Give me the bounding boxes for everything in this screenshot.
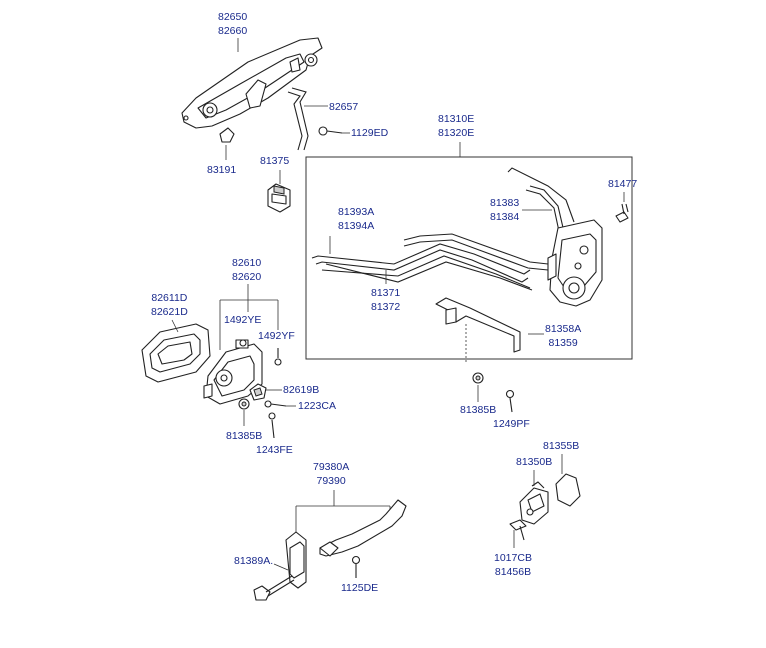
- label-82619B[interactable]: 82619B: [283, 384, 320, 396]
- label-81477[interactable]: 81477: [608, 178, 638, 190]
- label-82610-line1: 82610: [232, 257, 262, 269]
- label-1492YF[interactable]: 1492YF: [258, 330, 295, 342]
- label-82621D-line2: 82621D: [151, 306, 188, 318]
- label-82650-line1: 82650: [218, 11, 248, 23]
- label-81350B[interactable]: 81350B: [516, 456, 553, 468]
- screw-part-1223CA[interactable]: [264, 400, 287, 408]
- label-81375[interactable]: 81375: [260, 155, 290, 167]
- screw-part-81385B-mid[interactable]: [472, 372, 484, 384]
- screw-part-1017CB[interactable]: [509, 519, 527, 541]
- label-81320E-line2: 81320E: [438, 127, 475, 139]
- latch-assembly-box: [305, 156, 633, 360]
- label-81385B-mid[interactable]: 81385B: [460, 404, 497, 416]
- screw-part-1129ED[interactable]: [318, 126, 343, 136]
- label-1223CA[interactable]: 1223CA: [298, 400, 336, 412]
- door-latch-part[interactable]: [547, 219, 603, 307]
- label-81358A-line1: 81358A: [545, 323, 582, 335]
- label-1249PF[interactable]: 1249PF: [493, 418, 530, 430]
- screw-part-81385B-left[interactable]: [238, 398, 250, 410]
- label-83191[interactable]: 83191: [207, 164, 237, 176]
- label-81383-line1: 81383: [490, 197, 520, 209]
- label-81389A[interactable]: 81389A.: [234, 555, 274, 567]
- label-1125DE[interactable]: 1125DE: [341, 582, 379, 594]
- label-82620-line2: 82620: [232, 271, 262, 283]
- label-82610[interactable]: 82610 82620: [232, 257, 261, 283]
- screw-part-1249PF[interactable]: [505, 389, 515, 413]
- door-checker-part[interactable]: [285, 499, 407, 589]
- rod-part-81393A[interactable]: [311, 233, 549, 291]
- plate-part-81355B[interactable]: [555, 473, 581, 507]
- label-1017CB[interactable]: 1017CB 81456B: [494, 552, 532, 578]
- bezel-part-82611D[interactable]: [141, 323, 211, 383]
- label-82611D-line1: 82611D: [151, 292, 188, 304]
- label-81355B[interactable]: 81355B: [543, 440, 580, 452]
- label-81456B-line2: 81456B: [494, 566, 532, 578]
- bolt-part-81477[interactable]: [615, 203, 629, 223]
- label-1129ED[interactable]: 1129ED: [351, 127, 389, 139]
- label-79390-line2: 79390: [316, 475, 346, 487]
- label-81384-line2: 81384: [490, 211, 520, 223]
- bracket-part-81358A[interactable]: [435, 297, 521, 353]
- clip-part-81375[interactable]: [267, 183, 291, 213]
- label-82611D[interactable]: 82611D 82621D: [151, 292, 188, 318]
- label-82657[interactable]: 82657: [329, 101, 359, 113]
- screw-part-1492YF[interactable]: [274, 348, 282, 366]
- label-79380A[interactable]: 79380A 79390: [313, 461, 349, 487]
- cap-part-83191[interactable]: [219, 127, 235, 143]
- screw-part-1492YE[interactable]: [239, 339, 247, 347]
- label-1017CB-line1: 1017CB: [494, 552, 532, 564]
- label-81383[interactable]: 81383 81384: [490, 197, 519, 223]
- label-81394A-line2: 81394A: [338, 220, 375, 232]
- label-81371[interactable]: 81371 81372: [371, 287, 400, 313]
- label-81393A-line1: 81393A: [338, 206, 375, 218]
- bolt-part-81389A[interactable]: [253, 575, 295, 601]
- striker-part-81350B[interactable]: [519, 481, 549, 525]
- label-82660-line2: 82660: [218, 25, 248, 37]
- label-81359-line2: 81359: [548, 337, 578, 349]
- label-81358A[interactable]: 81358A 81359: [545, 323, 581, 349]
- label-1492YE[interactable]: 1492YE: [224, 314, 262, 326]
- rod-part-82657[interactable]: [287, 87, 309, 151]
- screw-part-1125DE[interactable]: [351, 555, 361, 579]
- label-81385B-left[interactable]: 81385B: [226, 430, 263, 442]
- label-81371-line1: 81371: [371, 287, 401, 299]
- label-82650[interactable]: 82650 82660: [218, 11, 247, 37]
- cap-part-82619B[interactable]: [249, 383, 267, 401]
- label-81310E[interactable]: 81310E 81320E: [438, 113, 474, 139]
- label-79380A-line1: 79380A: [313, 461, 350, 473]
- outside-handle-part[interactable]: [181, 37, 323, 129]
- label-81310E-line1: 81310E: [438, 113, 475, 125]
- label-81372-line2: 81372: [371, 301, 401, 313]
- label-1243FE[interactable]: 1243FE: [256, 444, 293, 456]
- rod-part-81383[interactable]: [507, 167, 575, 237]
- label-81393A[interactable]: 81393A 81394A: [338, 206, 374, 232]
- inside-handle-part[interactable]: [203, 339, 263, 405]
- screw-part-1243FE[interactable]: [268, 412, 276, 439]
